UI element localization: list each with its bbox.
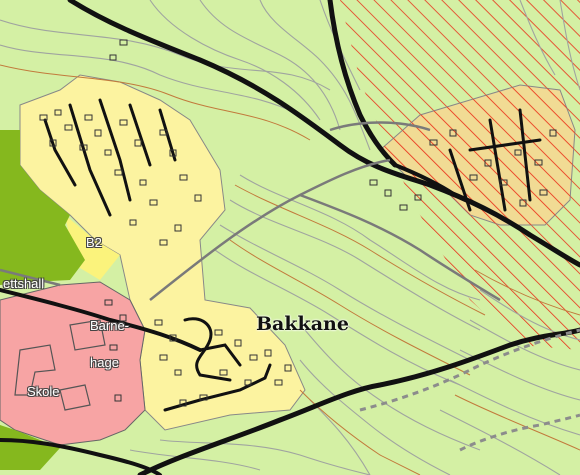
zone-label-b2: B2 — [86, 235, 102, 250]
zone-label-hage: hage — [90, 355, 119, 370]
public-zone — [0, 281, 146, 446]
place-name-bakkane: Bakkane — [256, 313, 349, 335]
sports-zone — [0, 130, 85, 285]
buildings — [39, 39, 557, 407]
school-buildings — [14, 319, 106, 411]
zone-label-ettshall: ettshall — [3, 276, 45, 291]
footpaths — [359, 328, 580, 452]
index-contours — [0, 64, 580, 475]
minor-roads — [0, 121, 501, 302]
zone-label-barne: Barne- — [90, 318, 130, 333]
zone-label-skole: Skole — [27, 384, 60, 399]
